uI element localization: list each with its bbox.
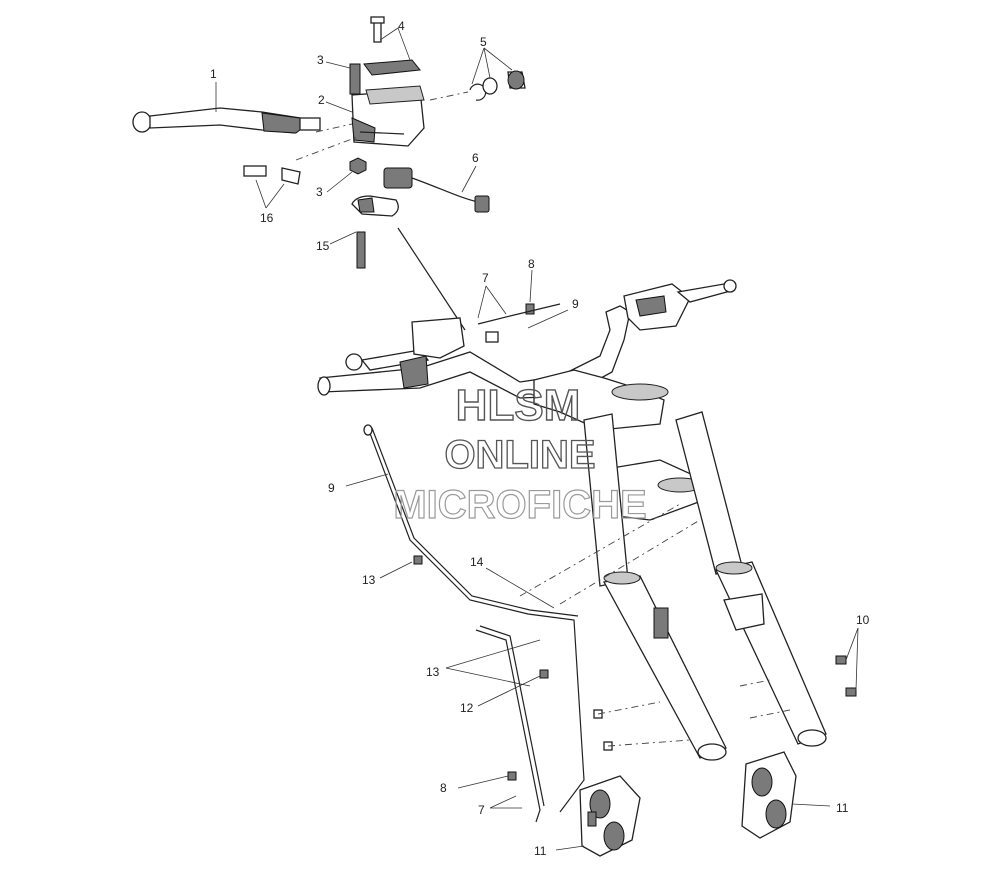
banjo-bolt [349,63,361,95]
brake-switch [383,167,490,213]
leader-lines [215,27,859,851]
callout-8-upper: 8 [528,257,535,271]
nut [349,157,367,175]
callout-4: 4 [398,19,405,33]
bolt-12 [539,669,549,679]
callout-14: 14 [470,555,484,569]
callout-15: 15 [316,239,330,253]
callout-13-lower: 13 [426,665,440,679]
callout-9-lower: 9 [328,481,335,495]
fork-tube-left [583,413,727,761]
callout-16: 16 [260,211,274,225]
bolt-10b [845,687,857,697]
callout-11-left: 11 [534,844,547,858]
handlebar [317,279,737,399]
lever-clamp [351,195,399,269]
banjo-fitting [477,303,561,343]
callout-2: 2 [318,93,325,107]
callout-11-right: 11 [836,801,849,815]
watermark-line-1: HLSM [456,381,581,430]
bolt-8-lower [507,771,517,781]
bolt-10a [835,655,847,665]
brake-line-9 [363,424,585,813]
callout-5: 5 [480,35,487,49]
brake-line-12 [475,625,545,823]
callout-6: 6 [472,151,479,165]
callout-8-lower: 8 [440,781,447,795]
bolt-13a [413,555,423,565]
callout-3-lower: 3 [316,185,323,199]
grommet-parts [469,70,526,101]
pivot-bolt-pair [243,165,301,185]
callout-10: 10 [856,613,870,627]
watermark: HLSM ONLINE MICROFICHE [393,380,648,527]
callout-12: 12 [460,701,474,715]
callout-labels: 1 2 3 3 4 5 6 7 7 8 8 9 9 10 11 11 12 13… [210,19,870,858]
fork-tube-right [675,411,827,747]
callout-1: 1 [210,67,217,81]
callout-13-upper: 13 [362,573,376,587]
callout-3-upper: 3 [317,53,324,67]
brake-caliper-left [579,775,641,857]
watermark-line-3: MICROFICHE [393,483,646,527]
watermark-line-2: ONLINE [444,433,595,477]
brake-lever [132,107,321,134]
brake-caliper-right [741,751,797,839]
reservoir-cap [363,16,421,76]
callout-9-upper: 9 [572,297,579,311]
master-cylinder [351,85,425,147]
callout-7-lower: 7 [478,803,485,817]
callout-7-upper: 7 [482,271,489,285]
